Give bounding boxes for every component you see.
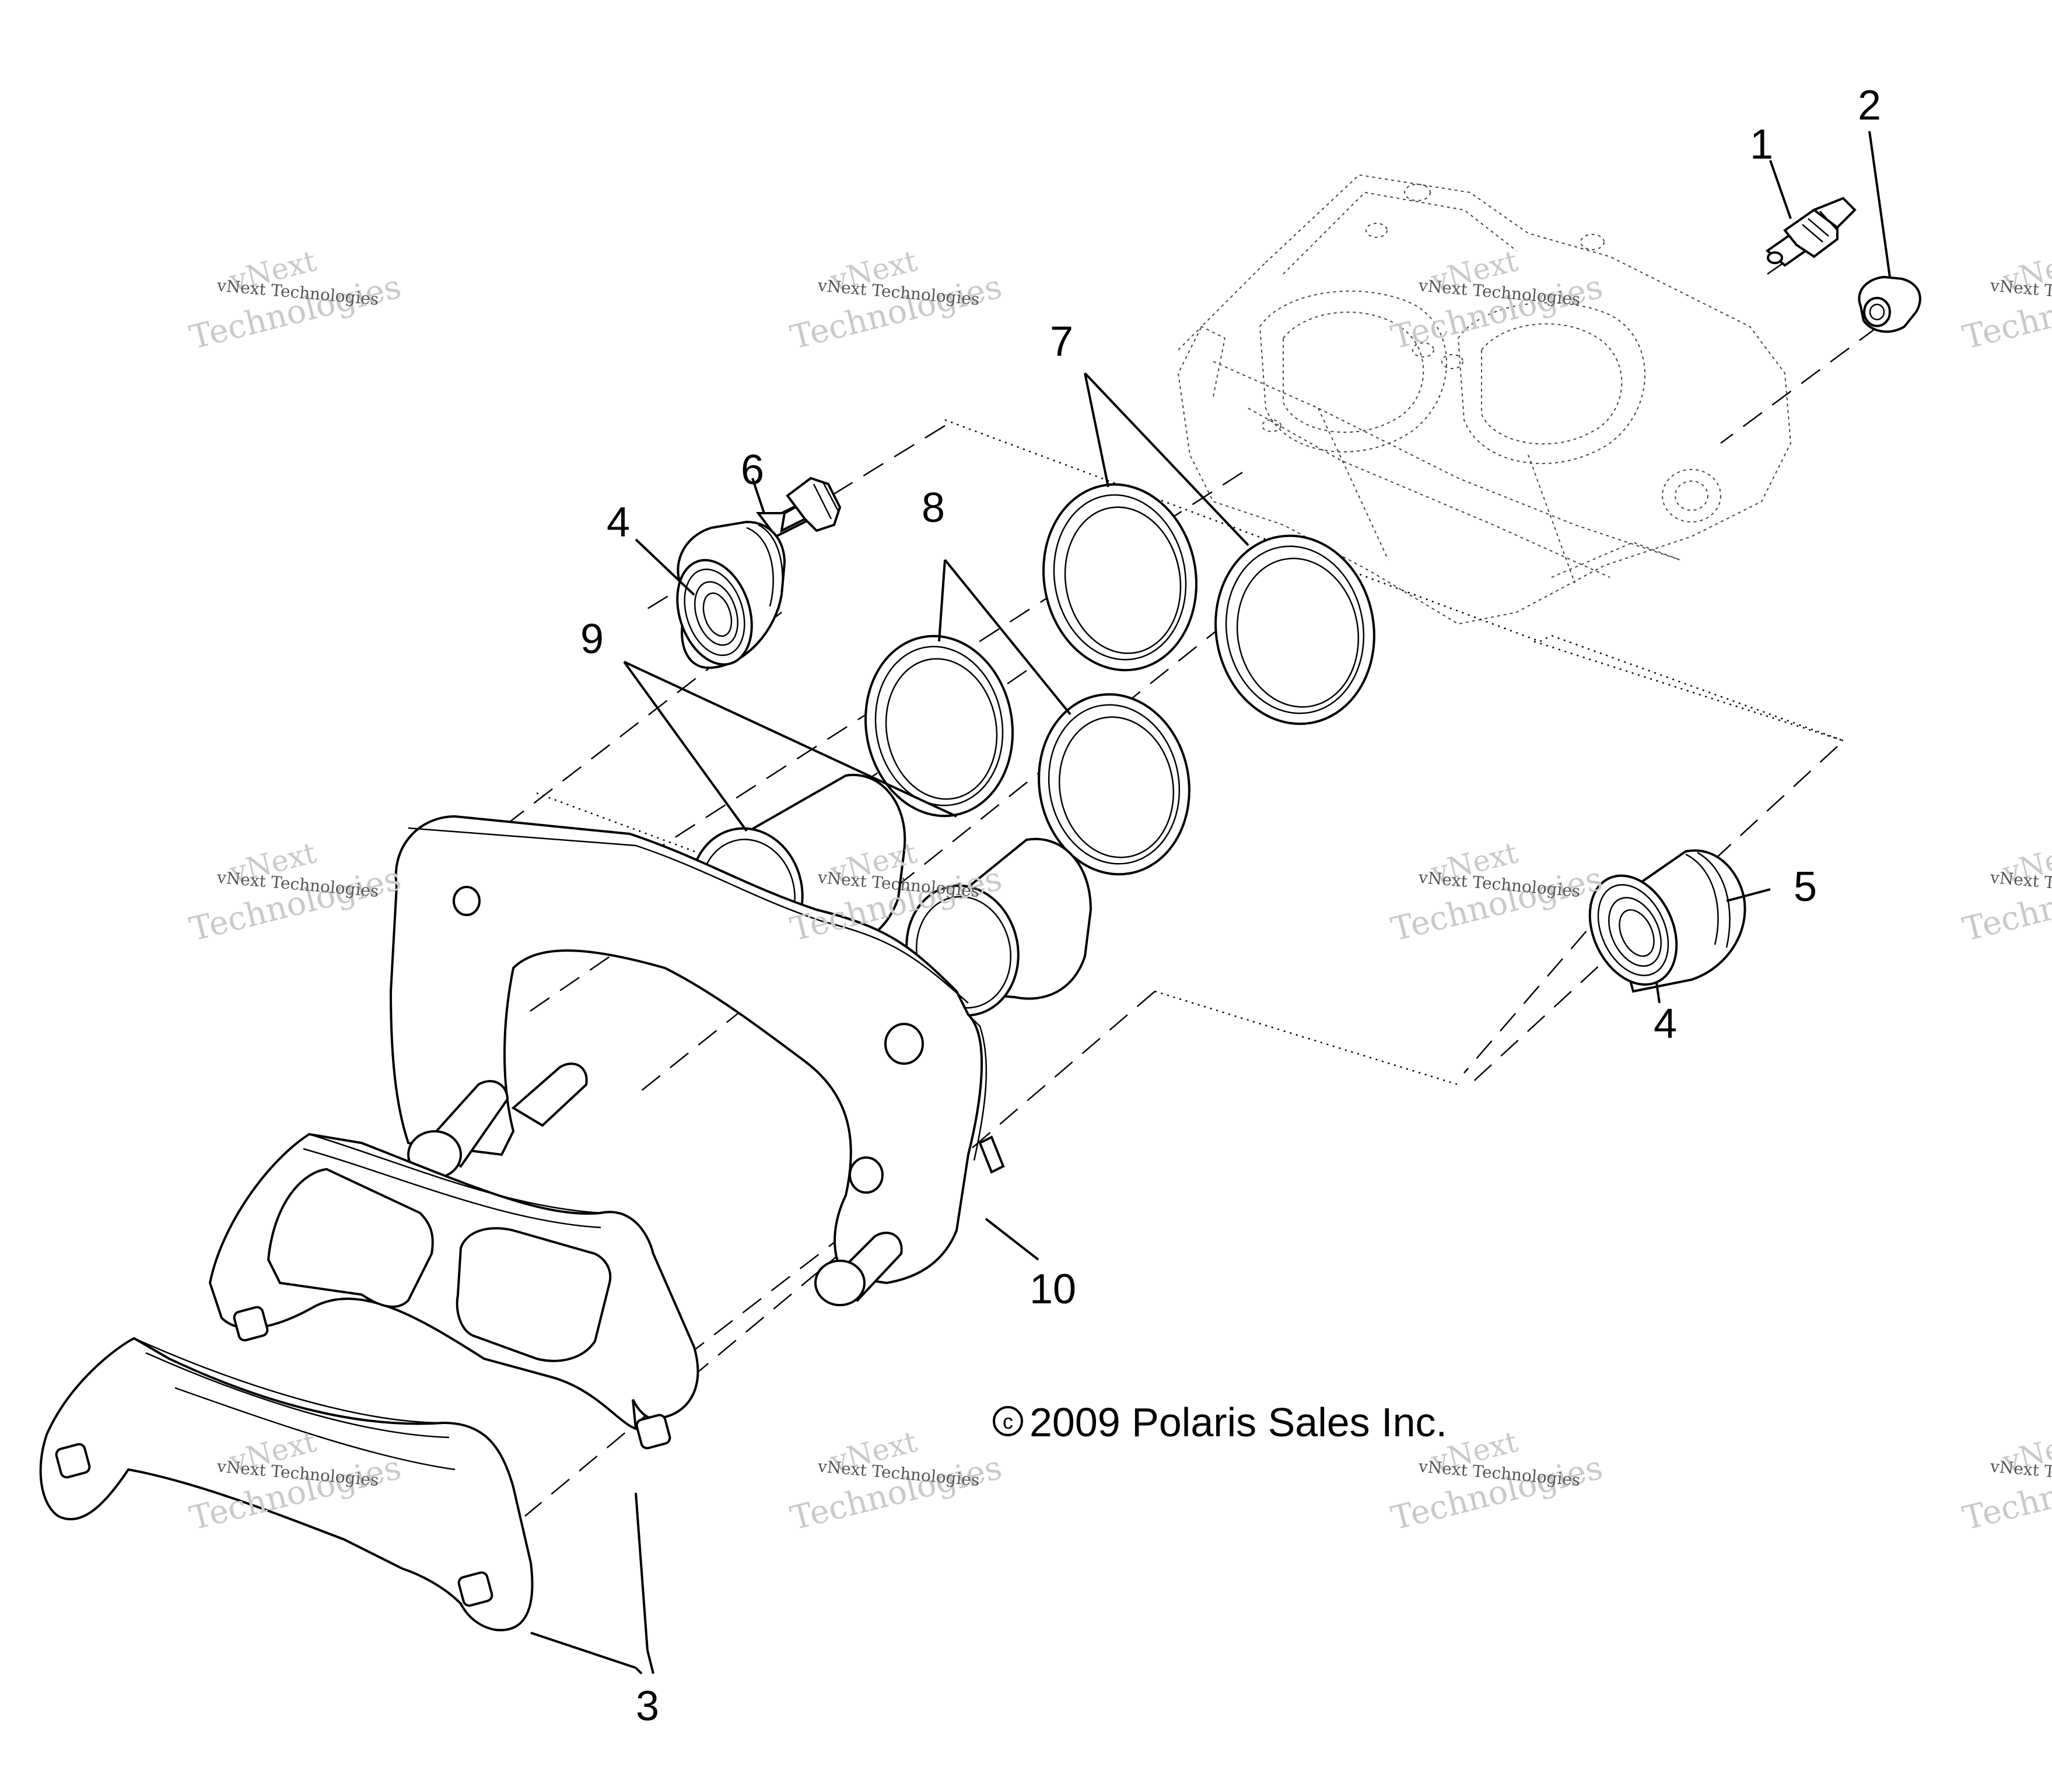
callout-10: 10 bbox=[1029, 1266, 1076, 1313]
copyright-notice: c 2009 Polaris Sales Inc. bbox=[993, 1400, 1447, 1445]
caliper-body-ghost bbox=[1177, 174, 1792, 625]
caliper-bracket-part bbox=[389, 815, 1005, 1306]
boot-part-upper bbox=[676, 520, 786, 669]
dust-seal-rings bbox=[864, 634, 1190, 876]
callout-7: 7 bbox=[1050, 318, 1073, 365]
callout-3: 3 bbox=[636, 1683, 659, 1730]
piston-seal-rings bbox=[1042, 483, 1375, 725]
callout-6: 6 bbox=[741, 447, 764, 493]
slide-pin-bolt-part bbox=[756, 476, 842, 538]
callout-2: 2 bbox=[1858, 82, 1881, 129]
bleeder-screw-part bbox=[1765, 197, 1857, 267]
callout-4-upper: 4 bbox=[607, 499, 630, 546]
callout-labels: 1 2 7 6 4 8 9 5 4 10 3 bbox=[580, 82, 1881, 1730]
brake-pads-part bbox=[39, 1132, 699, 1632]
bleeder-cap-part bbox=[1858, 275, 1921, 333]
callout-4-lower: 4 bbox=[1654, 1001, 1677, 1047]
callout-1: 1 bbox=[1750, 121, 1773, 168]
callout-5: 5 bbox=[1794, 864, 1817, 910]
copyright-text: 2009 Polaris Sales Inc. bbox=[1029, 1400, 1447, 1445]
leader-lines bbox=[530, 131, 1891, 1675]
copyright-symbol: c bbox=[1003, 1409, 1013, 1433]
callout-8: 8 bbox=[922, 485, 945, 531]
callout-9: 9 bbox=[580, 616, 604, 662]
boot-part-lower bbox=[1588, 849, 1746, 993]
